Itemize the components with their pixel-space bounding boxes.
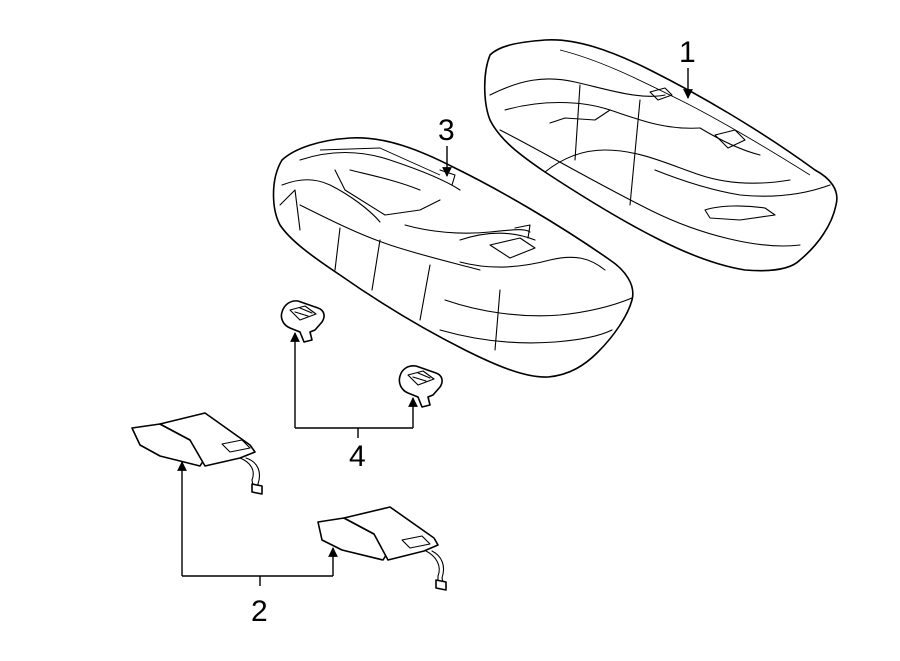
seat-cushion-pad[interactable] <box>272 137 634 378</box>
seat-cushion-cover[interactable] <box>483 38 838 272</box>
callout-4-leader <box>290 332 418 438</box>
seat-hook-left[interactable] <box>280 300 325 343</box>
callout-1: 1 <box>679 36 696 69</box>
seat-heater-left[interactable] <box>131 412 263 495</box>
callout-2: 2 <box>251 595 268 628</box>
seat-heater-right[interactable] <box>317 506 447 591</box>
callout-4: 4 <box>349 440 366 473</box>
callout-3: 3 <box>438 114 455 147</box>
callout-2-leader <box>177 461 338 586</box>
seat-hook-right[interactable] <box>398 365 443 408</box>
